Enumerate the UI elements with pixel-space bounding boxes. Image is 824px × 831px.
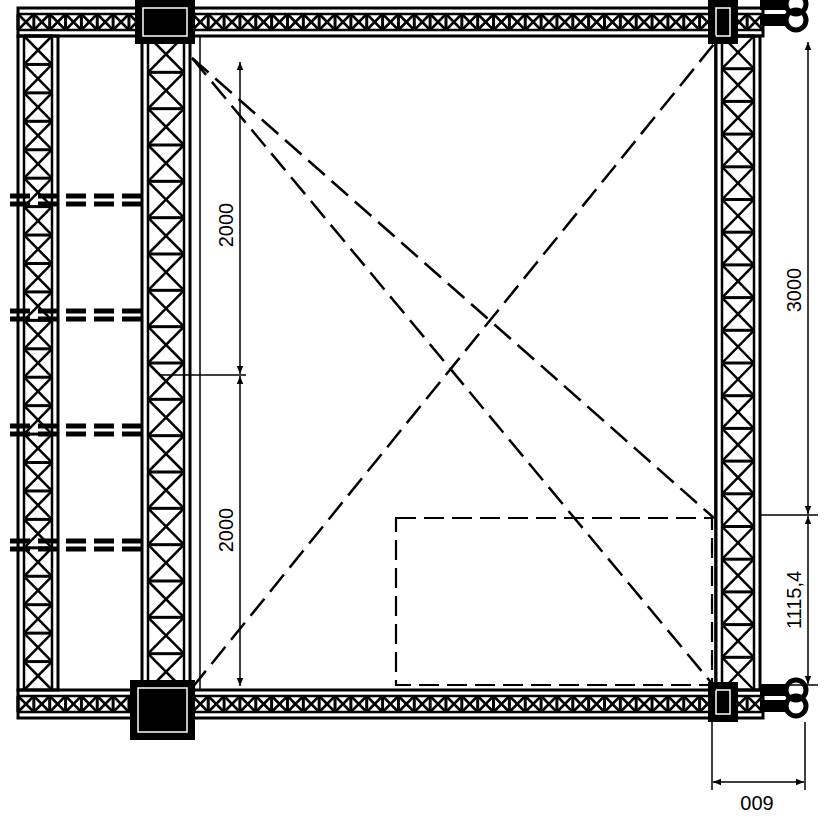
- truss: [18, 35, 58, 691]
- truss: [716, 35, 760, 691]
- truss: [17, 8, 764, 36]
- dimension-label: 009: [738, 793, 775, 813]
- dimension-label: 2000: [216, 201, 236, 250]
- dimension-label: 1115,4: [784, 569, 804, 631]
- dimension-label: 2000: [216, 506, 236, 555]
- dimension-label: 3000: [784, 266, 804, 315]
- truss: [17, 690, 764, 718]
- truss-group: [10, 0, 818, 790]
- truss: [142, 35, 190, 691]
